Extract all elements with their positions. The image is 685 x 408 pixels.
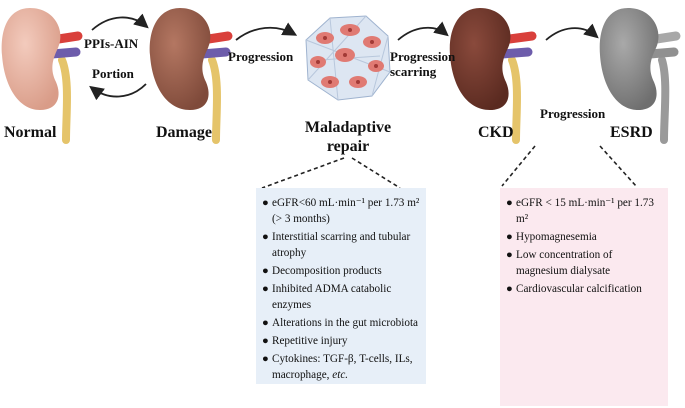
esrd-item-text: eGFR < 15 mL·min⁻¹ per 1.73 m² [516, 197, 654, 225]
repair-item-text: eGFR<60 mL·min⁻¹ per 1.73 m² (> 3 months… [272, 197, 420, 225]
esrd-details-box: ●eGFR < 15 mL·min⁻¹ per 1.73 m² ●Hypomag… [500, 188, 668, 406]
esrd-item: ●Low concentration of magnesium dialysat… [506, 247, 662, 279]
repair-item: ●eGFR<60 mL·min⁻¹ per 1.73 m² (> 3 month… [262, 195, 420, 227]
stage-maladaptive-label: Maladaptive repair [298, 118, 398, 156]
bullet-icon: ● [506, 231, 513, 243]
esrd-item: ●Hypomagnesemia [506, 229, 662, 245]
bullet-icon: ● [262, 335, 269, 347]
repair-item: ●Inhibited ADMA catabolic enzymes [262, 281, 420, 313]
esrd-details-list: ●eGFR < 15 mL·min⁻¹ per 1.73 m² ●Hypomag… [506, 195, 662, 297]
arrow-label-progression-scarring: Progression scarring [390, 49, 455, 79]
bullet-icon: ● [262, 317, 269, 329]
progression-scarring-line-1: Progression [390, 49, 456, 64]
damage-kidney-icon [149, 8, 233, 144]
arrow-portion [89, 83, 147, 101]
esrd-item-text: Low concentration of magnesium dialysate [516, 249, 613, 277]
bullet-icon: ● [262, 231, 269, 243]
stage-damage-label: Damage [156, 124, 212, 141]
stage-esrd-label: ESRD [610, 124, 653, 141]
bullet-icon: ● [262, 197, 269, 209]
bullet-icon: ● [262, 265, 269, 277]
normal-kidney-icon [1, 8, 83, 144]
arrow-progression-1 [235, 22, 298, 41]
repair-item-text: Repetitive injury [272, 335, 348, 347]
repair-item: ●Cytokines: TGF-β, T-cells, ILs, macroph… [262, 351, 420, 383]
repair-item-etc: etc. [332, 369, 349, 381]
repair-item-text: Decomposition products [272, 265, 382, 277]
arrow-progression-scarring [397, 21, 449, 41]
repair-item-text: Interstitial scarring and tubular atroph… [272, 231, 411, 259]
repair-item-text: Inhibited ADMA catabolic enzymes [272, 283, 392, 311]
stage-ckd-label: CKD [478, 124, 514, 141]
arrow-label-portion: Portion [92, 66, 134, 81]
bullet-icon: ● [506, 283, 513, 295]
arrow-progression-3 [545, 23, 599, 41]
bullet-icon: ● [506, 249, 513, 261]
esrd-item: ●Cardiovascular calcification [506, 281, 662, 297]
repair-item: ●Alterations in the gut microbiota [262, 315, 420, 331]
ckd-kidney-icon [449, 8, 537, 144]
repair-details-list: ●eGFR<60 mL·min⁻¹ per 1.73 m² (> 3 month… [262, 195, 420, 383]
maladaptive-line-1: Maladaptive [304, 119, 392, 136]
esrd-item-text: Hypomagnesemia [516, 231, 597, 243]
cells-icon [305, 15, 391, 101]
arrow-label-ppis: PPIs-AIN [84, 36, 139, 51]
progression-scarring-line-2: scarring [390, 64, 437, 79]
bullet-icon: ● [262, 353, 269, 365]
repair-item: ●Interstitial scarring and tubular atrop… [262, 229, 420, 261]
repair-item-text: Cytokines: TGF-β, T-cells, ILs, macropha… [272, 353, 413, 381]
bullet-icon: ● [262, 283, 269, 295]
esrd-item: ●eGFR < 15 mL·min⁻¹ per 1.73 m² [506, 195, 662, 227]
repair-item: ●Repetitive injury [262, 333, 420, 349]
repair-item: ●Decomposition products [262, 263, 420, 279]
repair-details-box: ●eGFR<60 mL·min⁻¹ per 1.73 m² (> 3 month… [256, 188, 426, 384]
esrd-item-text: Cardiovascular calcification [516, 283, 642, 295]
arrow-ppis [91, 13, 149, 31]
arrow-label-progression-esrd: Progression [540, 106, 606, 121]
maladaptive-line-2: repair [326, 138, 370, 155]
bullet-icon: ● [506, 197, 513, 209]
esrd-kidney-icon [599, 8, 681, 144]
stage-normal-label: Normal [4, 124, 57, 141]
repair-item-text: Alterations in the gut microbiota [272, 317, 419, 329]
arrow-label-progression: Progression [228, 49, 294, 64]
